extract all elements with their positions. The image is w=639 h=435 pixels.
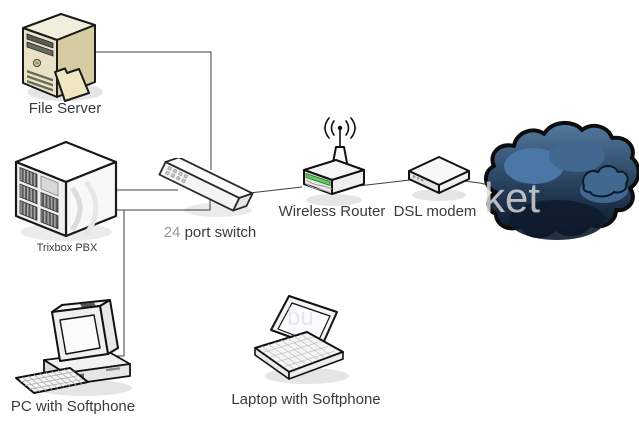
switch-label-number: 24	[163, 224, 181, 241]
watermark-text-cloud: ket	[484, 174, 540, 221]
wire-router-to-modem	[357, 179, 411, 187]
antenna-tip-dot	[337, 125, 343, 131]
pc-label: PC with Softphone	[10, 398, 136, 415]
file-server-label: File Server	[28, 100, 102, 117]
switch-label: 24 port switch	[155, 224, 265, 242]
wifi-signal-icon	[324, 117, 356, 139]
trixbox-pbx-icon	[14, 140, 118, 241]
folder-icon	[54, 67, 90, 102]
pc-icon	[15, 299, 132, 396]
wireless-router-icon	[303, 117, 365, 206]
dsl-modem-label: DSL modem	[393, 203, 477, 220]
switch-icon	[158, 158, 254, 217]
keyboard-icon	[15, 367, 89, 394]
led-strip	[305, 172, 331, 187]
trixbox-pbx-label: Trixbox PBX	[36, 242, 98, 254]
laptop-icon: bu	[254, 295, 349, 384]
switch-label-text: port switch	[180, 224, 257, 241]
dsl-modem-icon	[408, 156, 470, 201]
internet-cloud-icon: ket	[484, 121, 639, 240]
laptop-label: Laptop with Softphone	[231, 391, 381, 408]
wireless-router-label: Wireless Router	[278, 203, 386, 220]
watermark-text-laptop: bu	[287, 304, 314, 331]
file-server-icon	[22, 13, 103, 102]
wire-switch-to-router	[249, 186, 303, 194]
wire-file-server-to-switch	[96, 51, 212, 170]
